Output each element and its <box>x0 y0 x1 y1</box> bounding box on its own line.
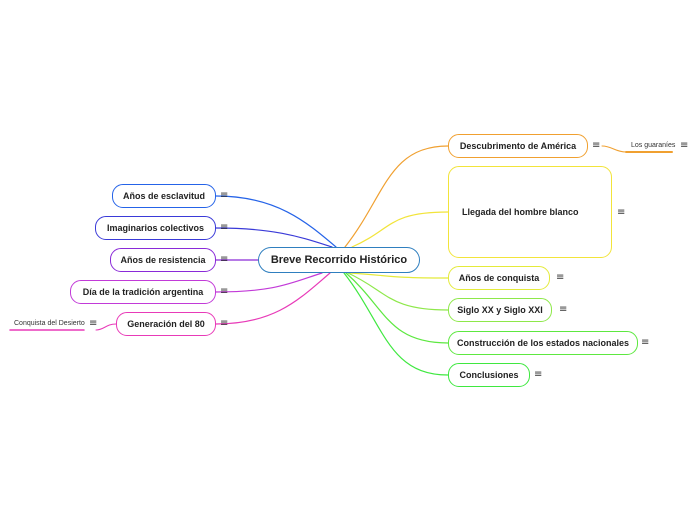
menu-icon[interactable]: ≡ <box>220 190 229 201</box>
menu-icon[interactable]: ≡ <box>592 140 601 151</box>
menu-icon[interactable]: ≡ <box>89 318 98 329</box>
topic-construccion-de-los-estados-nacionales[interactable]: Construcción de los estados nacionales <box>448 331 638 355</box>
connector-layer <box>9 145 673 376</box>
subtopic-conquista-del-desierto[interactable]: Conquista del Desierto <box>14 320 85 327</box>
connector-right-4 <box>345 272 449 344</box>
topic-llegada-del-hombre-blanco[interactable]: Llegada del hombre blanco <box>448 166 612 258</box>
topic-siglo-xx-y-siglo-xxi[interactable]: Siglo XX y Siglo XXI <box>448 298 552 322</box>
menu-icon[interactable]: ≡ <box>680 140 689 151</box>
topic-imaginarios-colectivos[interactable]: Imaginarios colectivos <box>95 216 216 240</box>
connector-subtopic-1 <box>95 323 117 331</box>
menu-icon[interactable]: ≡ <box>220 222 229 233</box>
menu-icon[interactable]: ≡ <box>220 254 229 265</box>
connector-right-0 <box>344 145 449 248</box>
connector-right-3 <box>347 272 449 311</box>
connector-right-5 <box>343 272 449 376</box>
menu-icon[interactable]: ≡ <box>534 369 543 380</box>
central-topic[interactable]: Breve Recorrido Histórico <box>258 247 420 273</box>
topic-anos-de-conquista[interactable]: Años de conquista <box>448 266 550 290</box>
topic-descubrimiento-de-america[interactable]: Descubrimento de América <box>448 134 588 158</box>
connector-left-0 <box>215 195 337 248</box>
menu-icon[interactable]: ≡ <box>559 304 568 315</box>
menu-icon[interactable]: ≡ <box>617 207 626 218</box>
topic-anos-de-esclavitud[interactable]: Años de esclavitud <box>112 184 216 208</box>
menu-icon[interactable]: ≡ <box>220 286 229 297</box>
connector-left-1 <box>215 227 333 248</box>
topic-conclusiones[interactable]: Conclusiones <box>448 363 530 387</box>
subtopic-los-guaranies[interactable]: Los guaraníes <box>631 142 676 149</box>
topic-dia-de-la-tradicion-argentina[interactable]: Día de la tradición argentina <box>70 280 216 304</box>
topic-anos-de-resistencia[interactable]: Años de resistencia <box>110 248 216 272</box>
topic-generacion-del-80[interactable]: Generación del 80 <box>116 312 216 336</box>
connector-subtopic-0 <box>601 145 627 153</box>
connector-left-4 <box>215 272 331 325</box>
connector-right-1 <box>351 211 449 248</box>
menu-icon[interactable]: ≡ <box>220 318 229 329</box>
menu-icon[interactable]: ≡ <box>556 272 565 283</box>
connector-right-2 <box>349 272 449 279</box>
connector-left-3 <box>215 272 323 293</box>
menu-icon[interactable]: ≡ <box>641 337 650 348</box>
